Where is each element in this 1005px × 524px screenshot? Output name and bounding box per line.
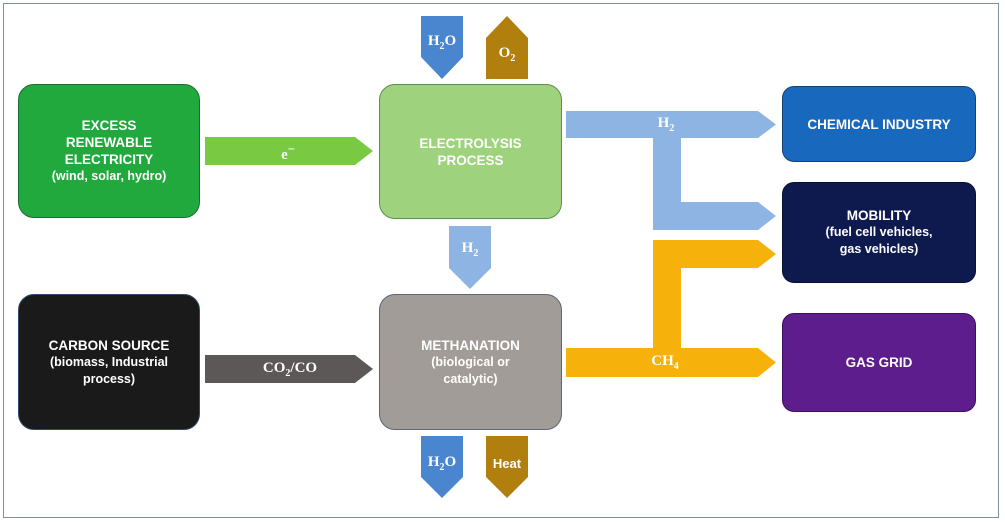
mobility-title: MOBILITY: [846, 208, 912, 223]
methanation-box: METHANATION (biological or catalytic): [379, 294, 562, 430]
electrolysis-title-line-2: PROCESS: [437, 152, 504, 168]
ch4-output-label: CH4: [640, 353, 690, 372]
co2-arrow: [205, 355, 373, 383]
water-out-subscript: 2: [439, 462, 445, 473]
methanation-subtitle-line-2: catalytic): [443, 371, 498, 386]
water-in-o: O: [444, 33, 457, 49]
co-text: /CO: [290, 360, 318, 376]
heat-out-arrow: [486, 436, 528, 498]
ch4-symbol: CH: [651, 353, 674, 369]
water-in-label: H2O: [421, 33, 463, 52]
chemical-title: CHEMICAL INDUSTRY: [807, 116, 951, 132]
co2-subscript: 2: [285, 368, 291, 379]
carbon-subtitle-line-1: (biomass, Industrial: [49, 354, 169, 369]
electron-symbol: e: [281, 147, 288, 163]
electricity-title-line-2: RENEWABLE: [65, 135, 153, 150]
methanation-subtitle-line-1: (biological or: [431, 354, 510, 369]
h2-transfer-subscript: 2: [473, 248, 479, 259]
water-in-subscript: 2: [439, 41, 445, 52]
co2-text: CO: [262, 360, 286, 376]
oxygen-subscript: 2: [510, 53, 516, 64]
carbon-subtitle-line-2: process): [82, 371, 136, 386]
electron-arrow: [205, 137, 373, 165]
h2-transfer-symbol: H: [461, 240, 474, 256]
renewable-electricity-box: EXCESS RENEWABLE ELECTRICITY (wind, sola…: [18, 84, 200, 218]
oxygen-out-label: O2: [486, 45, 528, 64]
electrolysis-process-box: ELECTROLYSIS PROCESS: [379, 84, 562, 219]
ch4-output-arrow: [566, 240, 776, 377]
h2-output-arrow: [566, 111, 776, 230]
gas-grid-box: GAS GRID: [782, 313, 976, 412]
h2-down-arrow: [449, 226, 491, 289]
h2-output-label: H2: [646, 115, 686, 134]
heat-out-label: Heat: [492, 456, 522, 471]
water-out-label: H2O: [421, 454, 463, 473]
electricity-title-line-1: EXCESS: [81, 118, 137, 133]
gas-grid-title: GAS GRID: [845, 355, 913, 370]
water-out-o: O: [444, 454, 457, 470]
carbon-title: CARBON SOURCE: [48, 337, 170, 353]
h2-output-subscript: 2: [669, 123, 675, 134]
h2-output-symbol: H: [657, 115, 670, 131]
oxygen-symbol: O: [498, 45, 511, 61]
mobility-subtitle-line-2: gas vehicles): [839, 242, 919, 256]
water-in-h: H: [427, 33, 440, 49]
co2-co-label: CO2/CO: [240, 360, 340, 379]
methanation-title: METHANATION: [421, 337, 520, 353]
water-in-arrow: [421, 16, 463, 79]
electron-label: e−: [268, 142, 308, 164]
oxygen-out-arrow: [486, 16, 528, 79]
diagram-frame: [3, 3, 999, 518]
mobility-box: MOBILITY (fuel cell vehicles, gas vehicl…: [782, 182, 976, 283]
water-out-arrow: [421, 436, 463, 498]
ch4-subscript: 4: [673, 361, 679, 372]
electricity-title-line-3: ELECTRICITY: [64, 152, 154, 167]
electricity-subtitle: (wind, solar, hydro): [51, 169, 167, 183]
h2-transfer-label: H2: [450, 240, 490, 259]
electron-charge: −: [287, 142, 295, 156]
chemical-industry-box: CHEMICAL INDUSTRY: [782, 86, 976, 162]
electrolysis-title-line-1: ELECTROLYSIS: [419, 135, 522, 151]
water-out-h: H: [427, 454, 440, 470]
mobility-subtitle-line-1: (fuel cell vehicles,: [825, 225, 933, 239]
carbon-source-box: CARBON SOURCE (biomass, Industrial proce…: [18, 294, 200, 430]
